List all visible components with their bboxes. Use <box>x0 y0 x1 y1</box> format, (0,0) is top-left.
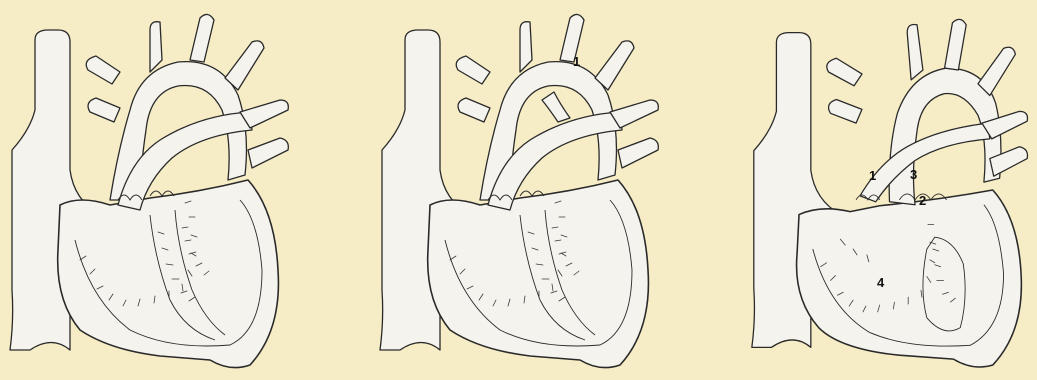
aortic-branch-right <box>225 41 264 90</box>
label-overriding-aorta-3: 3 <box>910 168 917 181</box>
heart-diagram-normal <box>0 0 300 380</box>
label-ductus-1: 1 <box>573 55 580 68</box>
heart-diagram-ductus <box>370 0 670 380</box>
heart-outline <box>58 180 279 368</box>
ductus-arteriosus <box>542 92 570 122</box>
label-pulmonary-stenosis-1: 1 <box>869 169 876 182</box>
label-septal-defect-2: 2 <box>919 194 926 207</box>
heart-diagram-defects <box>742 0 1037 380</box>
heart-outline <box>797 190 1022 367</box>
label-ventricular-hypertrophy-4: 4 <box>877 276 884 289</box>
pulmonary-trunk <box>860 123 990 202</box>
aortic-branch-left <box>150 22 162 72</box>
heart-outline <box>428 180 649 368</box>
aortic-branch-middle <box>190 14 214 62</box>
